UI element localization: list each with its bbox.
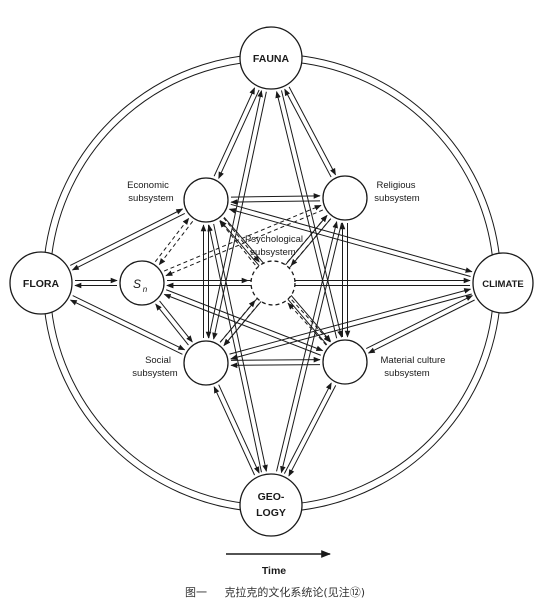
sn-subscript: n: [143, 285, 148, 294]
connector-geo-climate-inner: [287, 297, 496, 505]
connector-sn-soc-fwd: [159, 300, 193, 343]
connector-psy-soc-back: [219, 300, 256, 343]
connector-fauna-mat-back: [275, 90, 338, 339]
node-climate: CLIMATE: [472, 252, 534, 314]
node-sn: S n: [119, 260, 165, 306]
religious-label-line2: subsystem: [374, 193, 419, 204]
connector-fauna-eco-back: [213, 87, 256, 177]
connector-flora-geo-inner: [50, 298, 258, 507]
material-label-line1: Material culture: [381, 355, 446, 366]
psychological-label-line2: subsystem: [250, 247, 295, 258]
connector-psy-mat-fwd: [291, 299, 331, 343]
connector-climate-mat-fwd: [367, 299, 475, 354]
connector-fauna-flora-inner: [48, 60, 288, 269]
flora-label: FLORA: [23, 278, 60, 290]
psychological-label-line1: Psychological: [245, 234, 303, 245]
connector-psy-eco-fwd: [219, 220, 256, 266]
connector-flora-soc-fwd: [72, 295, 186, 351]
connector-psy-rel-back: [290, 218, 332, 267]
connector-geo-soc-fwd: [213, 386, 256, 476]
connector-lines: [41, 51, 503, 514]
social-label-line2: subsystem: [132, 368, 177, 379]
time-indicator: Time: [226, 550, 331, 577]
social-label-line1: Social: [145, 355, 171, 366]
connector-psy-soc-fwd: [223, 303, 260, 346]
connector-geo-eco-fwd: [207, 224, 262, 473]
node-psychological: Psychological subsystem: [245, 234, 303, 306]
figure-caption: 图一 克拉克的文化系统论(见注⑫): [0, 584, 550, 600]
connector-sn-rel-fwd: [163, 204, 322, 272]
node-fauna: FAUNA: [239, 26, 303, 90]
connector-geo-rel-back: [280, 222, 343, 474]
connector-psy-rel-fwd: [286, 214, 328, 263]
sn-label: S: [133, 277, 141, 291]
connector-climate-soc-back: [229, 288, 472, 355]
cultural-system-diagram: FAUNA FLORA CLIMATE GEO- LOGY S n Econom…: [9, 26, 534, 577]
connector-flora-soc-back: [69, 299, 183, 355]
connector-sn-eco-back: [158, 221, 194, 266]
caption-figure-number: 图一: [184, 586, 207, 599]
connector-climate-fauna-inner: [294, 60, 494, 268]
connector-soc-mat-fwd: [230, 356, 321, 363]
node-geology: GEO- LOGY: [239, 473, 303, 537]
node-flora: FLORA: [9, 251, 73, 315]
connector-climate-mat-back: [366, 295, 473, 350]
connector-psy-eco-back: [223, 217, 260, 263]
geology-label-line2: LOGY: [256, 507, 286, 519]
economic-label-line1: Economic: [127, 180, 169, 191]
connector-flora-eco-fwd: [70, 208, 184, 266]
node-material-culture: Material culture subsystem: [322, 339, 446, 385]
connector-fauna-eco-fwd: [218, 89, 260, 179]
caption-text: 克拉克的文化系统论(见注⑫): [224, 586, 366, 599]
connector-fauna-flora-outer: [43, 51, 289, 268]
connector-eco-rel-fwd: [230, 193, 321, 199]
connector-fauna-rel-back: [284, 88, 332, 178]
connector-sn-mat-fwd: [166, 289, 324, 352]
geology-label-line1: GEO-: [258, 491, 285, 503]
connector-sn-eco-fwd: [154, 217, 190, 262]
connector-flora-geo-outer: [41, 298, 257, 512]
connector-geo-mat-fwd: [283, 382, 332, 474]
connector-psy-mat-back: [287, 302, 327, 346]
connector-soc-mat-back: [230, 362, 321, 369]
fauna-label: FAUNA: [253, 53, 290, 65]
time-label: Time: [262, 565, 286, 577]
connector-geo-eco-back: [213, 223, 268, 472]
connector-sn-rel-back: [165, 209, 324, 277]
economic-label-line2: subsystem: [128, 193, 173, 204]
node-social: Social subsystem: [132, 340, 229, 386]
climate-label: CLIMATE: [482, 279, 524, 290]
connector-flora-eco-back: [71, 213, 186, 271]
connector-fauna-mat-fwd: [280, 90, 343, 338]
religious-label-line1: Religious: [376, 180, 415, 191]
connector-geo-mat-back: [288, 385, 337, 477]
connector-geo-rel-fwd: [276, 221, 338, 472]
node-religious: Religious subsystem: [322, 175, 420, 221]
connector-climate-eco-fwd: [228, 208, 471, 278]
connector-eco-rel-back: [230, 199, 321, 205]
material-label-line2: subsystem: [384, 368, 429, 379]
connector-geo-soc-back: [218, 384, 260, 474]
connector-fauna-soc-back: [208, 90, 263, 339]
connector-sn-mat-back: [163, 293, 321, 356]
connector-climate-fauna-outer: [295, 54, 503, 268]
connector-fauna-soc-fwd: [212, 91, 267, 340]
connector-climate-soc-fwd: [230, 293, 472, 360]
connector-fauna-rel-fwd: [288, 86, 336, 176]
node-economic: Economic subsystem: [127, 177, 229, 223]
connector-geo-climate-outer: [287, 298, 501, 514]
connector-sn-soc-back: [155, 303, 189, 346]
connector-climate-eco-back: [230, 203, 473, 273]
